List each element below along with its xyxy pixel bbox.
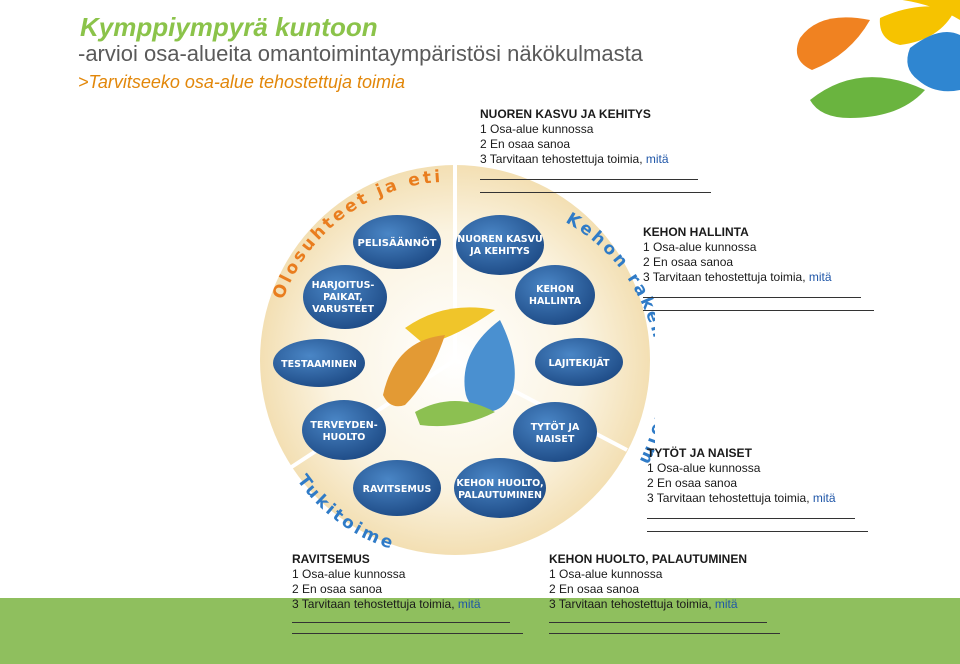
svg-text:HALLINTA: HALLINTA (529, 296, 582, 307)
svg-text:PELISÄÄNNÖT: PELISÄÄNNÖT (358, 235, 437, 249)
bubble-kehon-hallinta: KEHON HALLINTA (515, 265, 595, 325)
bubble-testaaminen: TESTAAMINEN (273, 339, 365, 387)
svg-text:NAISET: NAISET (536, 434, 575, 445)
svg-text:LAJITEKIJÄT: LAJITEKIJÄT (549, 358, 610, 369)
bubble-terveydenhuolto: TERVEYDEN- HUOLTO (302, 400, 386, 460)
answer-line[interactable] (549, 622, 767, 623)
option-2: 2 En osaa sanoa (643, 255, 734, 269)
block-tytot-ja-naiset: TYTÖT JA NAISET 1 Osa-alue kunnossa 2 En… (647, 446, 887, 532)
bubble-tytot-ja-naiset: TYTÖT JA NAISET (513, 402, 597, 462)
bubble-lajitekijat: LAJITEKIJÄT (535, 338, 623, 386)
svg-text:HUOLTO: HUOLTO (323, 432, 366, 443)
option-2: 2 En osaa sanoa (292, 582, 383, 596)
block-kehon-huolto: KEHON HUOLTO, PALAUTUMINEN 1 Osa-alue ku… (549, 552, 789, 634)
corner-logo-icon (796, 0, 960, 118)
answer-line[interactable] (643, 297, 861, 298)
option-3: 3 Tarvitaan tehostettuja toimia, mitä (549, 597, 738, 611)
white-slab (200, 568, 700, 598)
svg-text:PAIKAT,: PAIKAT, (323, 292, 363, 303)
bottom-green-band (0, 598, 960, 664)
option-1: 1 Osa-alue kunnossa (647, 461, 761, 475)
block-kehon-hallinta: KEHON HALLINTA 1 Osa-alue kunnossa 2 En … (643, 225, 883, 311)
svg-text:TYTÖT JA: TYTÖT JA (531, 422, 580, 433)
option-2: 2 En osaa sanoa (549, 582, 640, 596)
answer-line[interactable] (480, 179, 698, 180)
bubble-nuoren-kasvu: NUOREN KASVU JA KEHITYS (456, 215, 544, 275)
option-3: 3 Tarvitaan tehostettuja toimia, mitä (643, 270, 832, 284)
option-3: 3 Tarvitaan tehostettuja toimia, mitä (647, 491, 836, 505)
svg-text:HARJOITUS-: HARJOITUS- (312, 280, 375, 291)
svg-text:PALAUTUMINEN: PALAUTUMINEN (458, 490, 542, 501)
svg-text:KEHON HUOLTO,: KEHON HUOLTO, (456, 478, 543, 489)
block-heading: NUOREN KASVU JA KEHITYS (480, 107, 651, 121)
answer-line[interactable] (647, 531, 868, 532)
answer-line[interactable] (549, 633, 780, 634)
block-nuoren-kasvu: NUOREN KASVU JA KEHITYS 1 Osa-alue kunno… (480, 107, 720, 193)
svg-text:JA KEHITYS: JA KEHITYS (469, 246, 530, 257)
answer-line[interactable] (480, 192, 711, 193)
svg-text:RAVITSEMUS: RAVITSEMUS (363, 484, 432, 495)
option-3: 3 Tarvitaan tehostettuja toimia, mitä (480, 152, 669, 166)
bubble-kehon-huolto: KEHON HUOLTO, PALAUTUMINEN (454, 458, 546, 518)
page-subtitle: -arvioi osa-alueita omantoimintaympärist… (78, 41, 643, 66)
option-2: 2 En osaa sanoa (480, 137, 571, 151)
option-1: 1 Osa-alue kunnossa (480, 122, 594, 136)
block-heading: TYTÖT JA NAISET (647, 446, 752, 460)
bubble-harjoituspaikat: HARJOITUS- PAIKAT, VARUSTEET (303, 265, 387, 329)
svg-text:TESTAAMINEN: TESTAAMINEN (281, 359, 357, 370)
answer-line[interactable] (647, 518, 855, 519)
bubble-ravitsemus: RAVITSEMUS (353, 460, 441, 516)
option-2: 2 En osaa sanoa (647, 476, 738, 490)
option-1: 1 Osa-alue kunnossa (292, 567, 406, 581)
answer-line[interactable] (292, 622, 510, 623)
svg-text:VARUSTEET: VARUSTEET (312, 304, 374, 315)
block-heading: RAVITSEMUS (292, 552, 370, 566)
svg-text:TERVEYDEN-: TERVEYDEN- (310, 420, 377, 431)
block-heading: KEHON HUOLTO, PALAUTUMINEN (549, 552, 747, 566)
kymppi-circle-diagram: Olosuhteet ja etiikka Kehon rakenne ja t… (255, 150, 655, 555)
svg-text:NUOREN KASVU: NUOREN KASVU (457, 234, 542, 245)
option-1: 1 Osa-alue kunnossa (549, 567, 663, 581)
bubble-pelisaannot: PELISÄÄNNÖT (353, 215, 441, 269)
central-figure-icon (383, 307, 515, 427)
answer-line[interactable] (292, 633, 523, 634)
question-text: >Tarvitseeko osa-alue tehostettuja toimi… (78, 72, 406, 92)
page-title: Kymppiympyrä kuntoon (80, 12, 378, 42)
block-ravitsemus: RAVITSEMUS 1 Osa-alue kunnossa 2 En osaa… (292, 552, 532, 634)
option-1: 1 Osa-alue kunnossa (643, 240, 757, 254)
block-heading: KEHON HALLINTA (643, 225, 749, 239)
answer-line[interactable] (643, 310, 874, 311)
svg-text:KEHON: KEHON (536, 284, 574, 295)
option-3: 3 Tarvitaan tehostettuja toimia, mitä (292, 597, 481, 611)
